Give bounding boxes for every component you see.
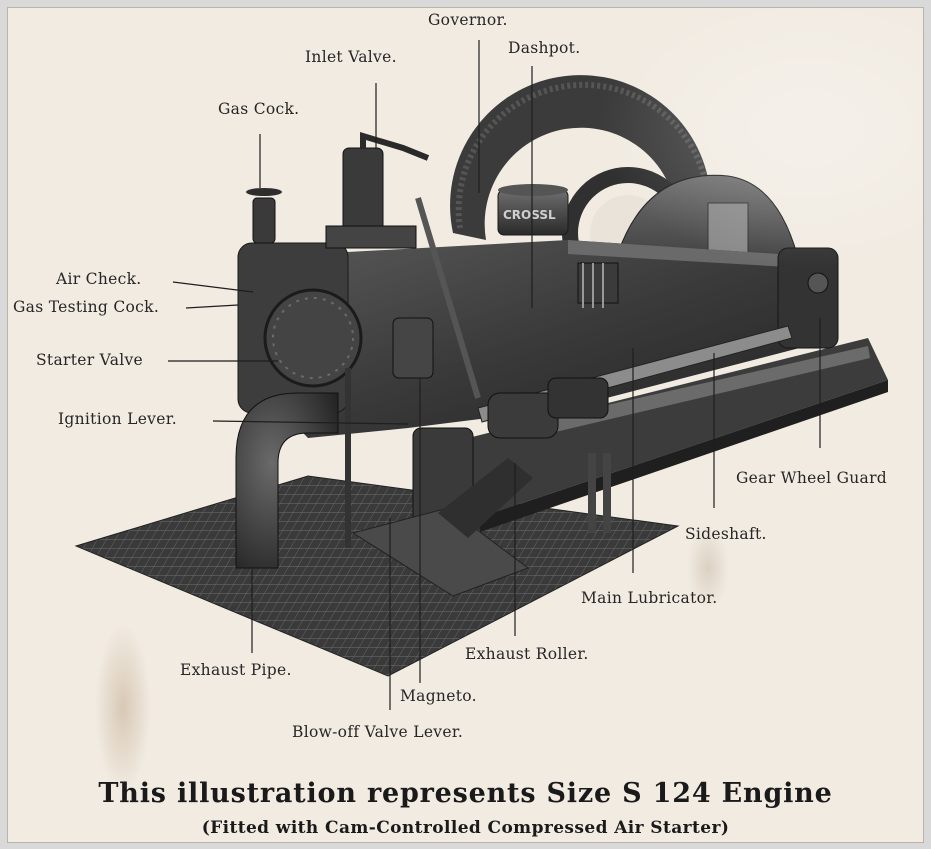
inlet-valve-body <box>342 147 384 239</box>
engine-illustration: CROSSL <box>74 40 888 710</box>
engine-bed <box>428 338 888 518</box>
magneto-body <box>392 317 434 379</box>
label-main-lubricator: Main Lubricator. <box>581 589 718 607</box>
label-inlet-valve: Inlet Valve. <box>305 48 397 66</box>
nameplate-text: CROSSL <box>503 208 556 222</box>
gas-cock-body <box>252 197 276 244</box>
caption-title: This illustration represents Size S 124 … <box>98 778 833 809</box>
label-dashpot: Dashpot. <box>508 39 581 57</box>
label-gas-testing-cock: Gas Testing Cock. <box>13 298 160 316</box>
label-exhaust-roller: Exhaust Roller. <box>465 645 589 663</box>
label-starter-valve: Starter Valve <box>36 351 144 369</box>
label-exhaust-pipe: Exhaust Pipe. <box>180 661 292 679</box>
label-gas-cock: Gas Cock. <box>218 100 300 118</box>
floor-grating <box>74 475 680 677</box>
brochure-page: CROSSL <box>7 7 924 843</box>
label-governor: Governor. <box>428 11 508 29</box>
main-lubricator-icon <box>577 262 619 304</box>
engine-frame <box>238 240 838 438</box>
label-ignition-lever: Ignition Lever. <box>58 410 177 428</box>
label-air-check: Air Check. <box>56 270 142 288</box>
label-gear-wheel-guard: Gear Wheel Guard <box>736 469 888 487</box>
label-magneto: Magneto. <box>400 687 477 705</box>
caption-subtitle: (Fitted with Cam-Controlled Compressed A… <box>201 818 730 838</box>
leader-lines <box>168 40 821 710</box>
label-sideshaft: Sideshaft. <box>685 525 767 543</box>
label-blow-off-valve-lever: Blow-off Valve Lever. <box>292 723 464 741</box>
exhaust-pipe-icon <box>235 392 339 569</box>
